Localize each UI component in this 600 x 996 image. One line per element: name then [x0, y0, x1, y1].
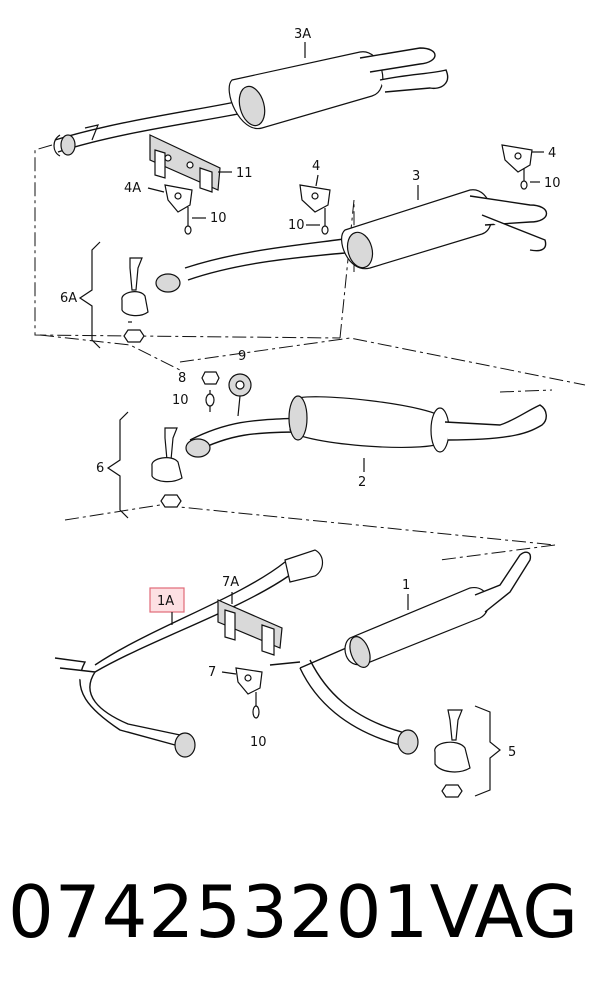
label-10-a: 10 — [210, 211, 227, 226]
part-5-clamp — [434, 705, 501, 798]
part-11-bracket — [149, 134, 221, 193]
label-6A: 6A — [60, 291, 77, 306]
part-4A-hanger — [164, 184, 193, 235]
part-3-silencer — [155, 189, 548, 293]
part-8-nut — [201, 371, 220, 412]
label-2: 2 — [358, 475, 366, 490]
label-1A[interactable]: 1A — [157, 594, 174, 609]
label-10-b: 10 — [288, 218, 305, 233]
label-1: 1 — [402, 578, 410, 593]
section-frames — [34, 144, 586, 561]
label-3A: 3A — [294, 27, 311, 42]
label-10-d: 10 — [172, 393, 189, 408]
label-6: 6 — [96, 461, 104, 476]
part-4-hanger-right — [501, 144, 533, 190]
part-number: 074253201 — [8, 870, 430, 954]
part-7-hanger — [235, 667, 263, 719]
label-4-mid: 4 — [312, 159, 320, 174]
label-11: 11 — [236, 166, 253, 181]
footer: 074253201 VAG — [0, 860, 600, 970]
part-4-hanger-mid — [299, 184, 331, 235]
part-2-silencer — [185, 395, 547, 458]
part-1-silencer — [269, 551, 532, 755]
label-10-e: 10 — [250, 735, 267, 750]
label-7: 7 — [208, 665, 216, 680]
part-7A-bracket — [217, 599, 283, 656]
label-5: 5 — [508, 745, 516, 760]
label-1A-highlight[interactable] — [149, 587, 185, 613]
brand-name: VAG — [429, 870, 578, 954]
part-6A-clamp — [78, 241, 149, 349]
label-10-c: 10 — [544, 176, 561, 191]
label-7A: 7A — [222, 575, 239, 590]
label-4-right: 4 — [548, 146, 556, 161]
part-6-clamp — [106, 411, 183, 519]
label-8: 8 — [178, 371, 186, 386]
part-3A-silencer — [53, 47, 449, 157]
part-1A-pipe — [54, 549, 324, 758]
part-9-rubber-mount — [228, 373, 252, 417]
label-4A: 4A — [124, 181, 141, 196]
label-3: 3 — [412, 169, 420, 184]
label-9: 9 — [238, 349, 246, 364]
